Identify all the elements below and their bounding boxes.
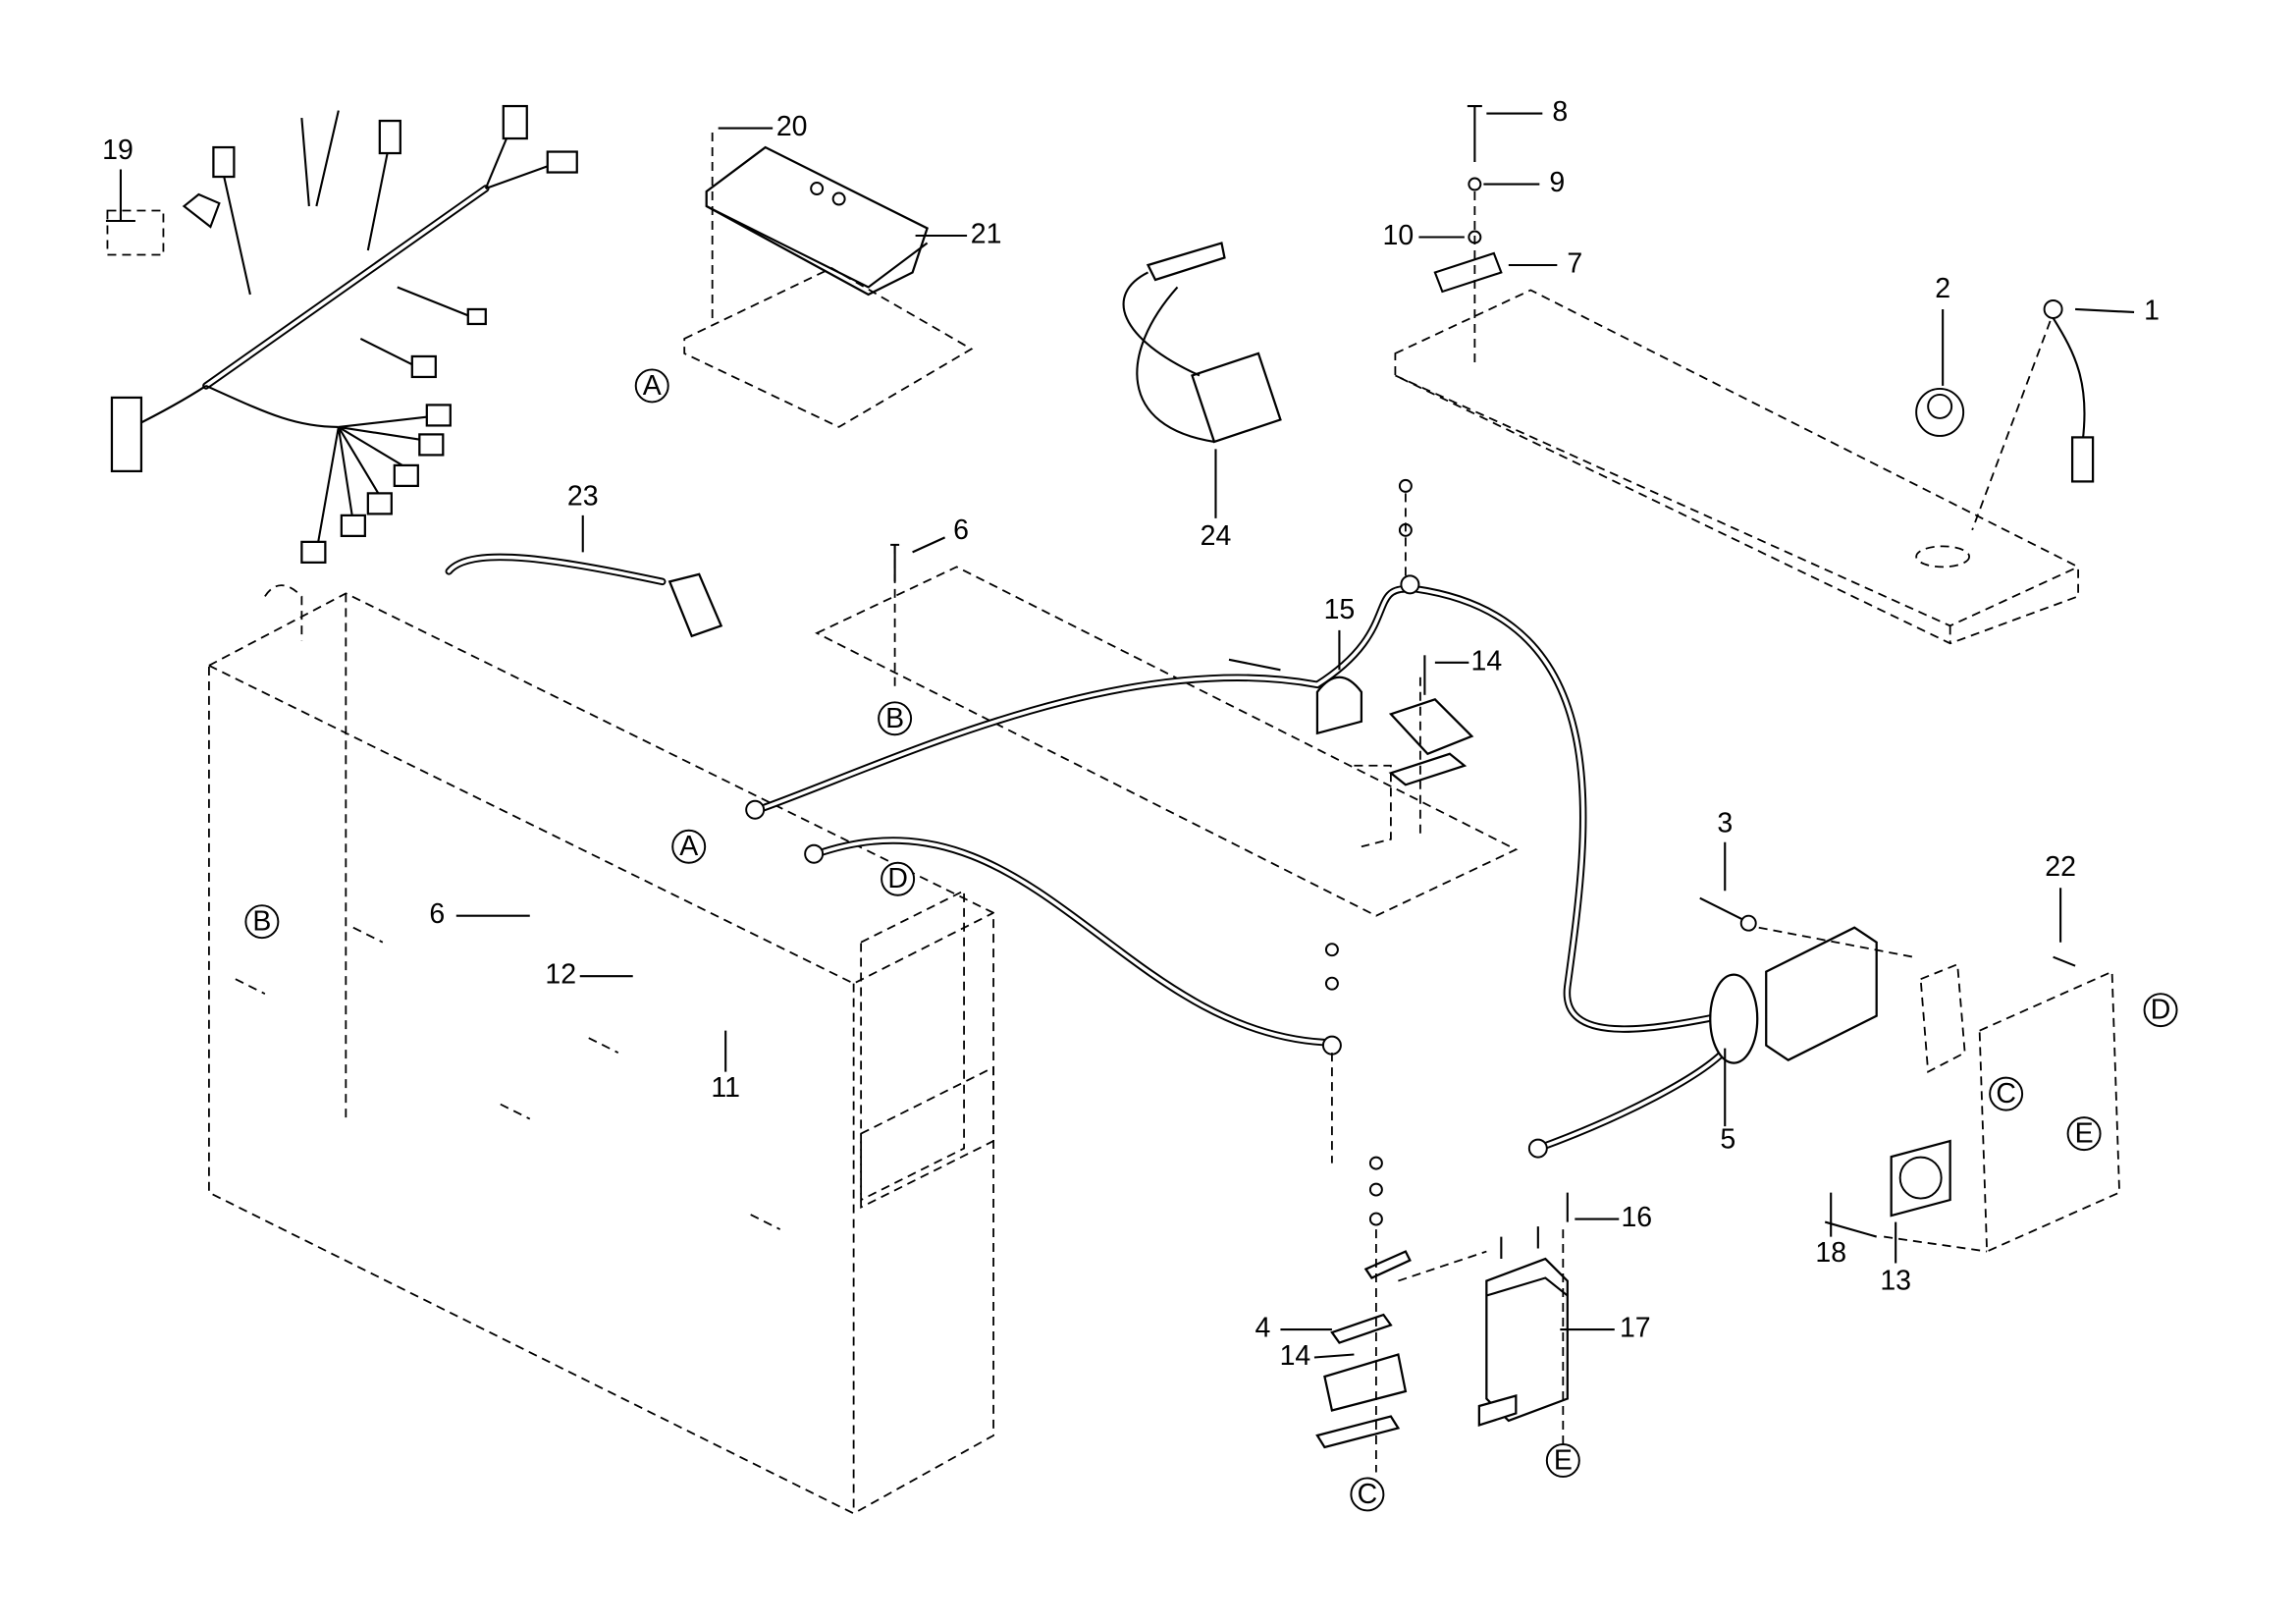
callout-6-top: 6 xyxy=(953,514,969,546)
cable xyxy=(445,553,723,638)
callout-10: 10 xyxy=(1383,220,1415,251)
side-plate xyxy=(1824,955,2120,1253)
wire-harness xyxy=(110,104,578,564)
callout-17: 17 xyxy=(1620,1313,1651,1344)
callout-9: 9 xyxy=(1549,167,1565,198)
callout-labels: 19 20 21 8 9 10 7 2 1 24 23 6 15 14 3 22… xyxy=(102,96,2160,1372)
reference-d-1: D xyxy=(887,863,908,894)
callout-15: 15 xyxy=(1324,594,1356,625)
battery-connector xyxy=(1699,896,1966,1074)
shunt xyxy=(1228,478,1474,848)
reference-b-2: B xyxy=(252,906,271,938)
callout-6-left: 6 xyxy=(429,898,445,930)
callout-5: 5 xyxy=(1720,1124,1735,1156)
module xyxy=(1122,242,1282,444)
reference-b-1: B xyxy=(885,703,904,734)
main-enclosure xyxy=(208,584,994,1515)
callout-3: 3 xyxy=(1717,807,1733,839)
reference-a-1: A xyxy=(643,370,662,402)
reference-e-2: E xyxy=(1554,1444,1573,1476)
battery-cables xyxy=(745,574,1734,1159)
reference-c-2: C xyxy=(1358,1479,1378,1510)
callout-24: 24 xyxy=(1201,520,1232,552)
reference-a-2: A xyxy=(679,831,698,862)
callout-2: 2 xyxy=(1935,273,1950,304)
lower-bus xyxy=(1315,943,1487,1473)
callout-1: 1 xyxy=(2144,295,2160,326)
callout-4: 4 xyxy=(1255,1313,1271,1344)
callout-21: 21 xyxy=(971,219,1002,250)
controller xyxy=(683,133,974,428)
callout-18: 18 xyxy=(1815,1237,1846,1269)
callout-7: 7 xyxy=(1567,248,1582,280)
callout-8: 8 xyxy=(1552,96,1568,128)
reference-e-1: E xyxy=(2075,1118,2094,1150)
callout-14-top: 14 xyxy=(1471,645,1503,677)
callout-16: 16 xyxy=(1621,1202,1652,1233)
callout-12: 12 xyxy=(545,959,576,991)
callout-22: 22 xyxy=(2045,851,2076,883)
callout-20: 20 xyxy=(776,111,808,142)
contactor xyxy=(1477,1192,1569,1450)
top-plate xyxy=(1394,105,2095,645)
reference-d-2: D xyxy=(2151,995,2171,1026)
reference-markers: A A B B D D C E E C xyxy=(244,368,2178,1512)
callout-11: 11 xyxy=(711,1072,740,1104)
callout-14-bottom: 14 xyxy=(1280,1340,1311,1372)
reference-c-1: C xyxy=(1996,1078,2016,1110)
leader-lines xyxy=(105,112,2135,1359)
center-plate xyxy=(815,543,1519,917)
callout-13: 13 xyxy=(1880,1266,1911,1297)
callout-19: 19 xyxy=(102,135,133,166)
callout-23: 23 xyxy=(567,480,599,512)
